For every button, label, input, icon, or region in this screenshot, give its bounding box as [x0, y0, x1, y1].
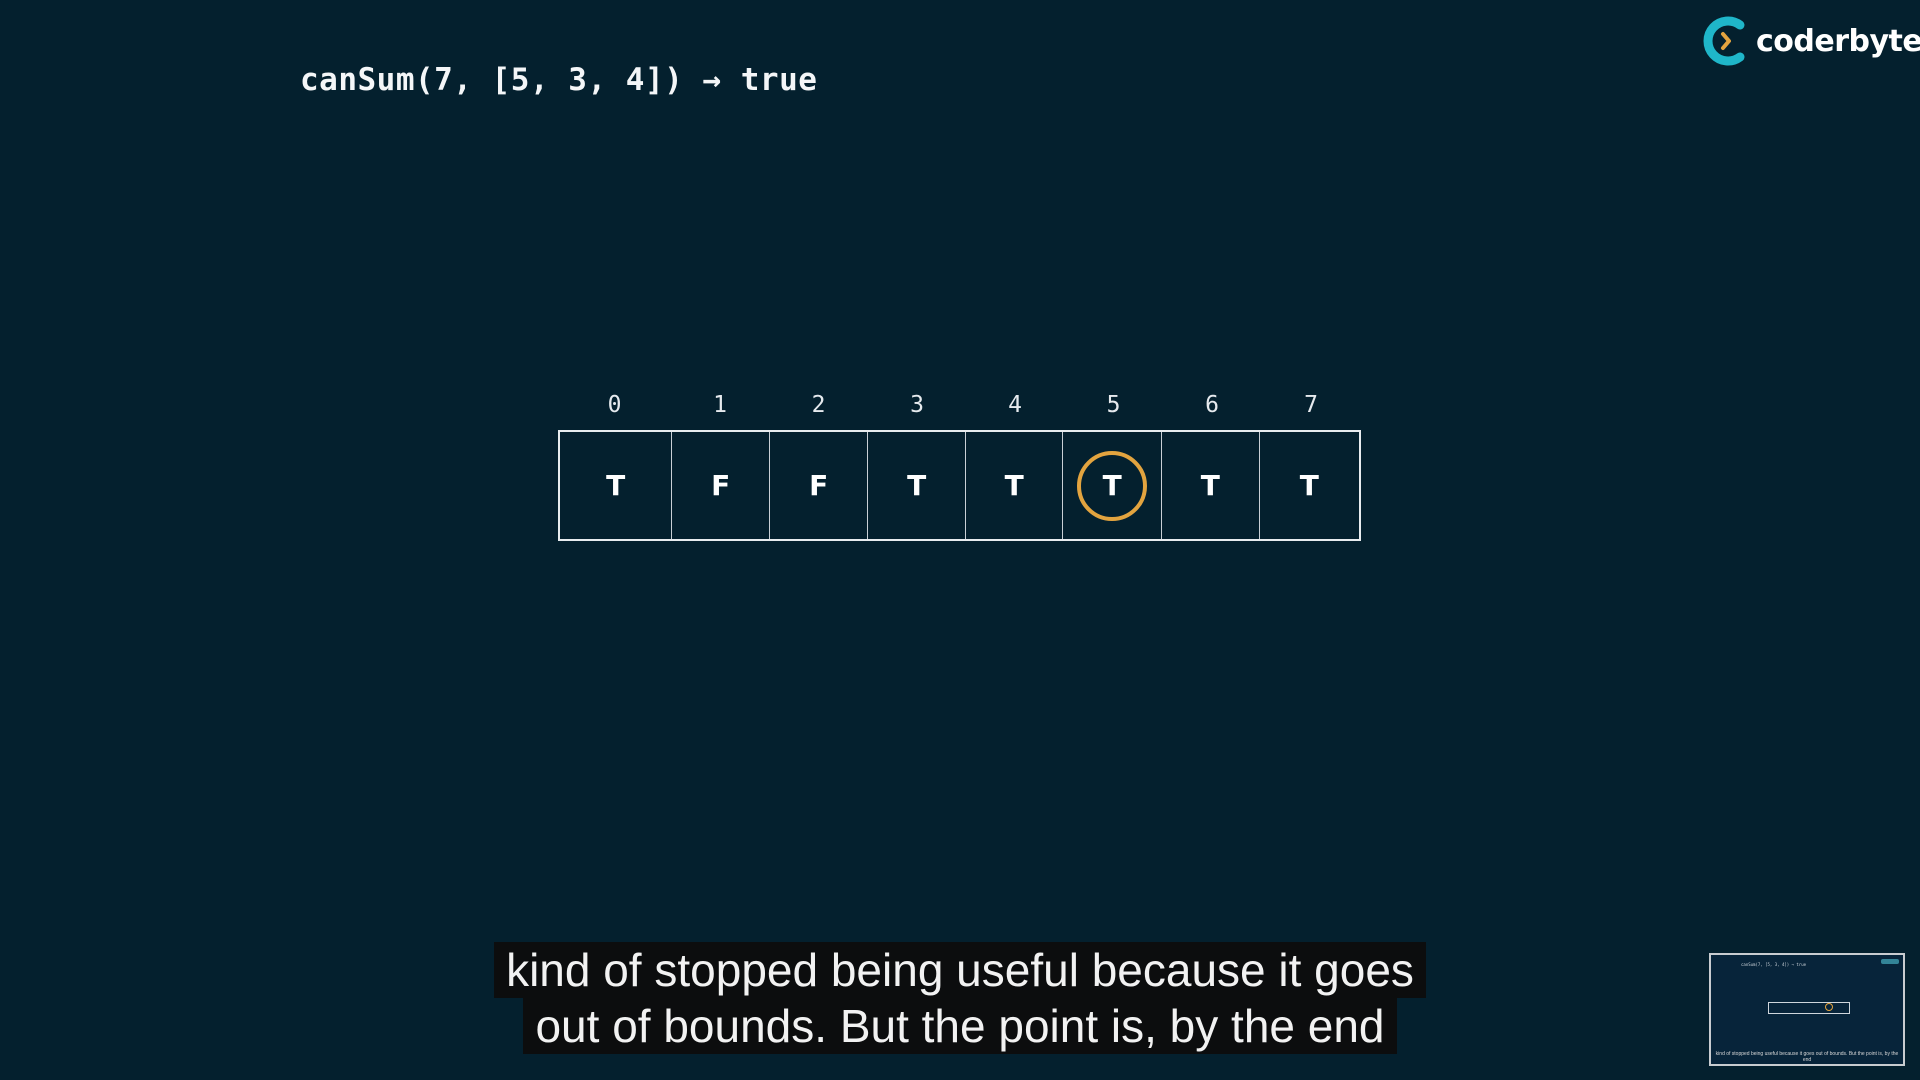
thumbnail-logo — [1881, 959, 1899, 964]
cell-value: T — [1299, 469, 1319, 502]
table-cell-4: T — [966, 432, 1064, 539]
table-cell-5: T — [1063, 432, 1162, 539]
table-cell-0: T — [560, 432, 673, 539]
video-preview-thumbnail[interactable]: canSum(7, [5, 3, 4]) → true kind of stop… — [1709, 953, 1905, 1066]
index-label-1: 1 — [713, 392, 727, 418]
index-label-2: 2 — [811, 392, 826, 418]
index-label-5: 5 — [1106, 392, 1121, 418]
index-label-4: 4 — [1008, 392, 1022, 418]
cell-value: T — [1200, 469, 1220, 502]
subtitle-line-1: kind of stopped being useful because it … — [494, 942, 1426, 998]
cell-value: F — [809, 469, 829, 502]
index-labels-row: 0 1 2 3 4 5 6 7 — [0, 392, 1920, 428]
function-call-heading: canSum(7, [5, 3, 4]) → true — [300, 62, 818, 98]
table-cell-3: T — [868, 432, 966, 539]
index-label-6: 6 — [1205, 392, 1219, 418]
index-label-0: 0 — [607, 392, 622, 418]
coderbyte-logo-text: coderbyte — [1756, 23, 1920, 59]
coderbyte-logo: coderbyte — [1700, 14, 1920, 68]
table-cell-7: T — [1260, 432, 1360, 539]
highlight-circle — [1077, 450, 1148, 521]
subtitle-captions: kind of stopped being useful because it … — [0, 942, 1920, 1054]
cell-value: T — [907, 469, 927, 502]
subtitle-line-2: out of bounds. But the point is, by the … — [523, 998, 1397, 1054]
cell-value: T — [1102, 469, 1122, 502]
coderbyte-logo-icon — [1700, 15, 1752, 67]
thumbnail-heading: canSum(7, [5, 3, 4]) → true — [1741, 962, 1807, 967]
cell-value: T — [606, 469, 626, 502]
thumbnail-table — [1768, 1002, 1850, 1014]
thumbnail-highlight-ring — [1825, 1003, 1833, 1011]
index-label-7: 7 — [1304, 392, 1318, 418]
table-cell-1: F — [672, 432, 770, 539]
cell-value: F — [711, 469, 731, 502]
table-cell-2: F — [770, 432, 869, 539]
table-cell-6: T — [1162, 432, 1260, 539]
index-label-3: 3 — [910, 392, 924, 418]
cell-value: T — [1004, 469, 1024, 502]
thumbnail-subtitle: kind of stopped being useful because it … — [1715, 1051, 1899, 1063]
